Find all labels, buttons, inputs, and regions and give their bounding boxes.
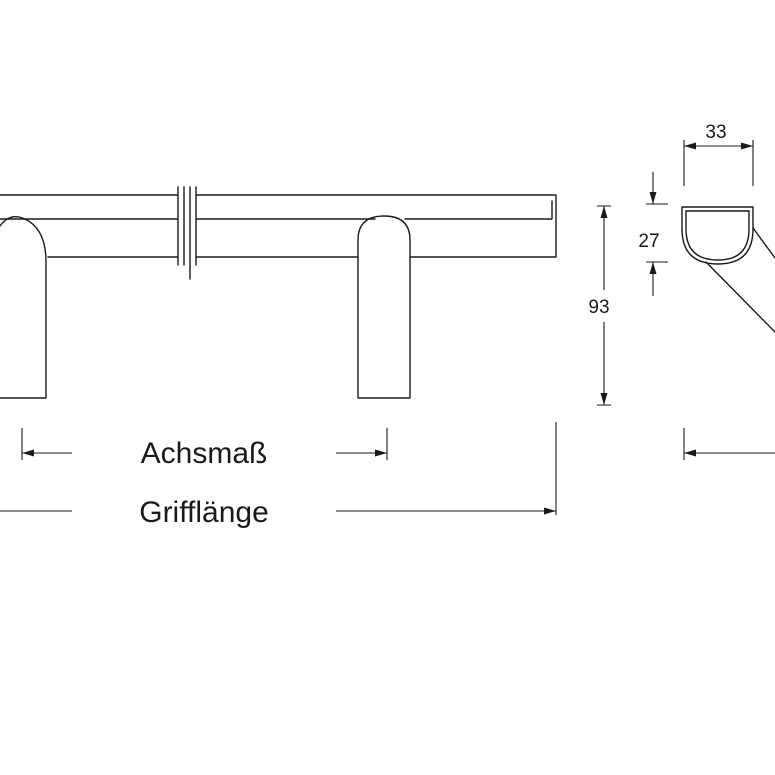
front-view-dimensions: Achsmaß Grifflänge 93 bbox=[0, 205, 611, 529]
bar-height-ticks bbox=[646, 203, 668, 263]
width-extension-lines bbox=[683, 140, 754, 186]
bar-height-arrow-top bbox=[649, 192, 657, 204]
right-post bbox=[357, 215, 411, 399]
center-distance-arrow-left bbox=[22, 449, 34, 457]
bar-height-label: 27 bbox=[638, 231, 659, 252]
total-height-label: 93 bbox=[588, 297, 609, 318]
side-view-handle bbox=[681, 206, 775, 333]
bar-profile-inner bbox=[685, 210, 750, 261]
bar-right-segment bbox=[195, 194, 557, 258]
depth-arrow-left bbox=[684, 449, 696, 457]
bar-profile-outer bbox=[681, 206, 754, 265]
total-height-arrow-bottom bbox=[600, 393, 608, 405]
side-post-edges bbox=[705, 227, 775, 333]
width-label: 33 bbox=[705, 122, 726, 143]
center-distance-label: Achsmaß bbox=[141, 437, 268, 470]
bar-height-arrow-bottom bbox=[649, 262, 657, 274]
side-view-dimensions: 33 27 bbox=[638, 122, 775, 460]
bar-left-segment bbox=[0, 194, 179, 258]
handle-length-arrow-right bbox=[544, 507, 556, 515]
center-distance-arrow-right bbox=[375, 449, 387, 457]
handle-length-label: Grifflänge bbox=[139, 496, 269, 529]
left-post bbox=[0, 216, 47, 399]
bar-break-lines bbox=[177, 186, 197, 280]
width-arrow-left bbox=[684, 142, 696, 150]
width-arrow-right bbox=[741, 142, 753, 150]
total-height-arrow-top bbox=[600, 206, 608, 218]
front-view-handle bbox=[0, 186, 557, 399]
center-distance-extension-lines bbox=[21, 428, 388, 460]
